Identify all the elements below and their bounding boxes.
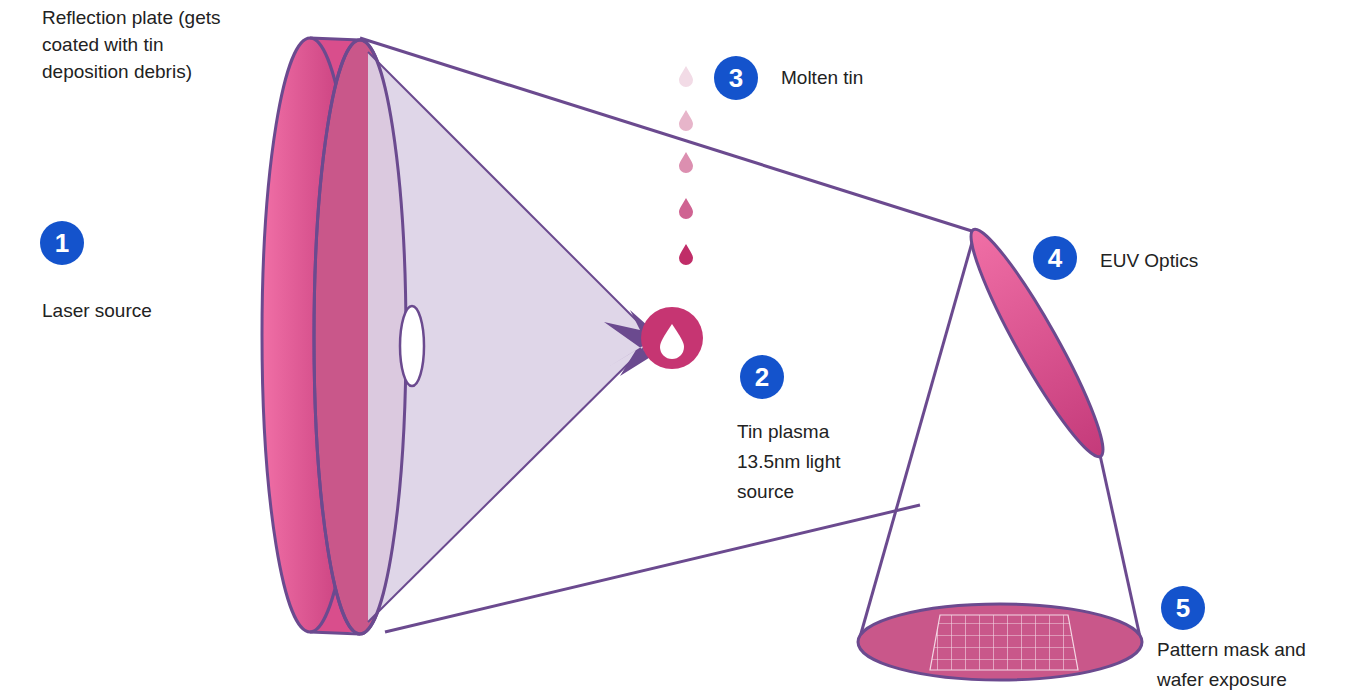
light-cone [368,52,654,622]
callout-number: 2 [740,355,784,399]
callout-label: Tin plasma 13.5nm light source [737,417,861,507]
callout-number: 1 [40,221,84,265]
tin-plasma [641,307,703,369]
callout-number: 3 [714,56,758,100]
optics-beam [860,232,975,637]
laser-beam [405,342,640,346]
callout-number: 5 [1161,586,1205,630]
callout-circle: 1Laser source [40,221,84,265]
wafer-grid [930,615,1078,670]
callout-circle: 3Molten tin [714,56,758,100]
optics-beam [1100,455,1140,637]
callout-circle: 4EUV Optics [1033,236,1077,280]
callout-label: Pattern mask and wafer exposure [1157,635,1349,694]
callout-label: EUV Optics [1100,246,1260,276]
wafer [858,604,1142,680]
laser-beam [8,342,268,346]
callout-label: Laser source [42,296,242,326]
euv-mirror [956,220,1118,466]
callout-label: Molten tin [781,63,941,93]
droplet-icon [660,324,684,359]
callout-number: 4 [1033,236,1077,280]
part-label: Reflection plate (gets coated with tin d… [42,4,238,85]
callout-circle: 2Tin plasma 13.5nm light source [740,355,784,399]
callout-circle: 5Pattern mask and wafer exposure [1161,586,1205,630]
